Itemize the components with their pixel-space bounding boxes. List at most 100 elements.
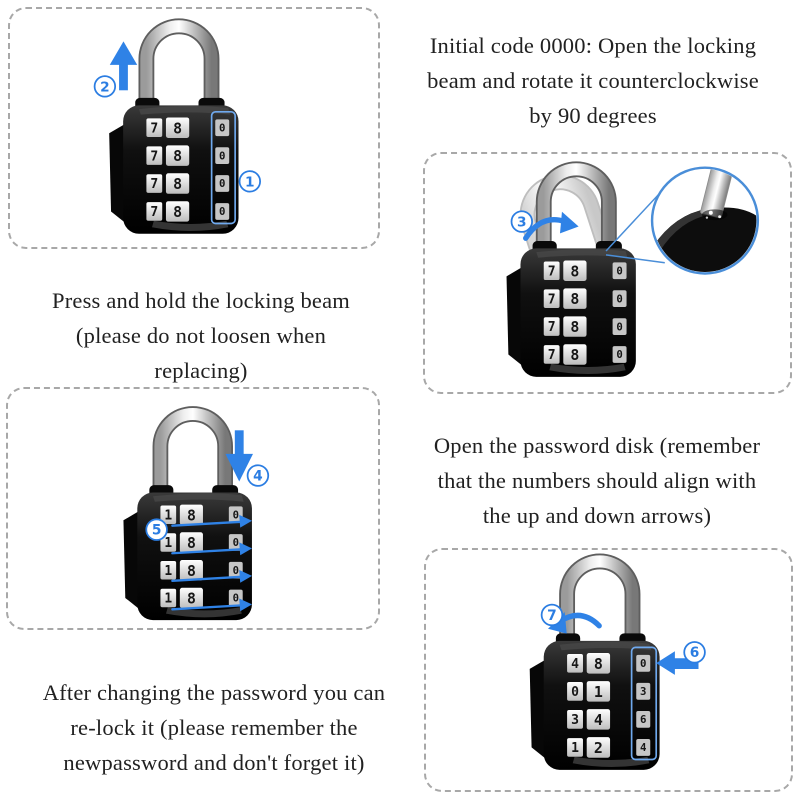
dial-digit: 8 [173, 147, 182, 165]
dial-digit: 0 [219, 121, 225, 134]
dial-digit: 0 [219, 205, 225, 218]
instruction-line: newpassword and don't forget it) [63, 750, 365, 775]
dial-digit: 2 [594, 739, 603, 757]
padlock-step6: 4 8 0 0 1 3 3 4 6 1 2 4 [529, 561, 660, 770]
dial-digit: 8 [173, 175, 182, 193]
dial-digit: 0 [616, 348, 622, 361]
panel-step-relock: 4 8 0 0 1 3 3 4 6 1 2 4 7 6 [424, 548, 793, 792]
instruction-line: by 90 degrees [529, 103, 657, 128]
step-6-badge: 6 [683, 641, 706, 664]
padlock-step5: 1 8 0 1 8 0 1 8 0 1 8 0 [123, 414, 252, 621]
down-arrow-icon [225, 430, 253, 482]
instruction-text-press-hold: Press and hold the locking beam (please … [5, 283, 397, 388]
padlock-rotate-illustration: 7 8 0 7 8 0 7 8 0 7 8 0 3 [506, 154, 760, 377]
dial-digit: 3 [640, 685, 646, 698]
dial-digit: 3 [571, 713, 579, 728]
dial-digit: 1 [164, 592, 172, 607]
dial-digit: 8 [570, 318, 579, 336]
svg-text:3: 3 [517, 214, 527, 230]
dial-digit: 0 [233, 592, 239, 605]
dial-digit: 4 [571, 657, 579, 672]
dial-digit: 7 [150, 177, 158, 192]
padlock-set-code-illustration: 1 8 0 1 8 0 1 8 0 1 8 0 4 [123, 389, 270, 621]
instruction-line: (please do not loosen when [75, 323, 327, 348]
padlock-open-illustration: 7 8 0 7 8 0 7 8 0 7 8 0 2 1 [93, 9, 261, 234]
up-arrow-icon [109, 41, 138, 91]
dial-digit: 8 [173, 119, 182, 137]
svg-text:5: 5 [152, 523, 162, 539]
rotate-arrow-icon [523, 211, 579, 241]
svg-text:7: 7 [547, 608, 557, 624]
zoom-detail-content [653, 169, 757, 273]
dial-digit: 8 [594, 655, 603, 673]
step-4-badge: 4 [246, 464, 270, 487]
dial-digit: 0 [219, 149, 225, 162]
svg-text:4: 4 [253, 468, 263, 484]
dial-digit: 0 [616, 292, 622, 305]
spin-arrow-icon [171, 569, 253, 583]
spin-arrow-icon [171, 514, 253, 528]
spin-arrow-icon [171, 598, 253, 612]
dial-digit: 8 [187, 507, 196, 524]
dial-digit: 7 [548, 320, 556, 335]
step-7-badge: 7 [540, 603, 564, 627]
dial-digit: 8 [187, 563, 196, 580]
panel-step-rotate: 7 8 0 7 8 0 7 8 0 7 8 0 3 [423, 152, 792, 394]
instruction-line: that the numbers should align with [437, 468, 757, 493]
panel-step-open: 7 8 0 7 8 0 7 8 0 7 8 0 2 1 [8, 7, 380, 249]
instruction-line: beam and rotate it counterclockwise [427, 68, 759, 93]
instruction-text-initial-code: Initial code 0000: Open the locking beam… [398, 28, 788, 133]
panel-step-set-code: 1 8 0 1 8 0 1 8 0 1 8 0 4 [6, 387, 380, 630]
step-3-badge: 3 [510, 210, 533, 233]
dial-digit: 0 [640, 657, 646, 670]
instruction-text-open-disk: Open the password disk (remember that th… [402, 428, 792, 533]
zoom-detail-ring [650, 166, 760, 275]
dial-digit: 7 [150, 121, 158, 136]
dial-digit: 6 [640, 713, 646, 726]
dial-digit: 0 [571, 685, 579, 700]
padlock-step3: 7 8 0 7 8 0 7 8 0 7 8 0 [506, 169, 636, 377]
dial-spin-arrows [171, 514, 253, 612]
instruction-line: the up and down arrows) [482, 503, 712, 528]
dial-digit: 1 [164, 508, 172, 523]
svg-text:6: 6 [690, 645, 700, 661]
dial-digit: 7 [548, 348, 556, 363]
instruction-line: Open the password disk (remember [433, 433, 761, 458]
spin-arrow-icon [171, 542, 253, 556]
dial-digit: 1 [571, 741, 579, 756]
step-1-badge: 1 [238, 170, 261, 193]
dial-digit: 0 [233, 508, 239, 521]
dial-digit: 4 [640, 741, 646, 754]
dial-digit: 1 [594, 683, 603, 701]
dial-digit: 0 [616, 320, 622, 333]
dial-digit: 8 [187, 535, 196, 552]
dial-digit: 0 [219, 177, 225, 190]
dial-digit: 7 [150, 205, 158, 220]
padlock-step1: 7 8 0 7 8 0 7 8 0 7 8 0 [109, 26, 239, 234]
dial-digit: 7 [548, 264, 556, 279]
code-column-highlight [630, 646, 658, 761]
dial-digit: 0 [616, 264, 622, 277]
dial-digit: 7 [150, 149, 158, 164]
instruction-line: replacing) [154, 358, 248, 383]
dial-digit: 0 [233, 564, 239, 577]
instruction-text-relock: After changing the password you can re-l… [0, 675, 428, 780]
instruction-line: Initial code 0000: Open the locking [429, 33, 757, 58]
dial-digit: 7 [548, 292, 556, 307]
dial-digit: 8 [187, 590, 196, 607]
instruction-line: After changing the password you can [42, 680, 386, 705]
code-column-highlight [210, 111, 236, 225]
svg-text:1: 1 [245, 174, 255, 190]
dial-digit: 4 [594, 711, 603, 729]
push-left-arrow-icon [656, 651, 699, 675]
step-5-badge: 5 [145, 518, 168, 541]
dial-digit: 1 [164, 564, 172, 579]
step-2-badge: 2 [93, 75, 117, 98]
instruction-line: re-lock it (please remember the [70, 715, 358, 740]
dial-digit: 8 [570, 346, 579, 364]
padlock-relock-illustration: 4 8 0 0 1 3 3 4 6 1 2 4 7 6 [529, 550, 706, 770]
instruction-line: Press and hold the locking beam [51, 288, 351, 313]
dial-digit: 1 [164, 536, 172, 551]
svg-text:2: 2 [100, 79, 110, 95]
